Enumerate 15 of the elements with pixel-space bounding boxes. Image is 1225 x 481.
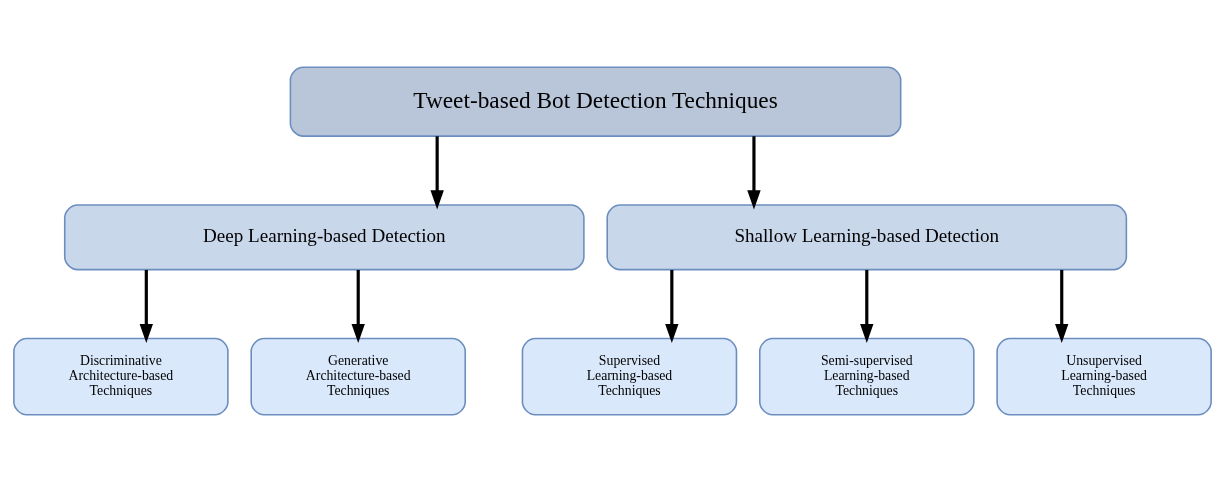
arrow — [665, 269, 679, 343]
arrow — [860, 269, 874, 343]
arrow — [351, 269, 365, 343]
node-box: Tweet-based Bot Detection Techniques — [289, 65, 902, 137]
node-box: Supervised Learning-based Techniques — [521, 337, 738, 416]
node-box: Shallow Learning-based Detection — [606, 203, 1128, 270]
arrow — [139, 269, 153, 343]
arrow — [430, 135, 444, 209]
node-box: Generative Architecture-based Techniques — [250, 337, 467, 416]
node-box: Unsupervised Learning-based Techniques — [996, 337, 1212, 416]
node-box: Deep Learning-based Detection — [63, 203, 585, 270]
node-box: Discriminative Architecture-based Techniques — [13, 337, 229, 416]
arrow — [747, 135, 761, 209]
node-box: Semi-supervised Learning-based Techniques — [758, 337, 975, 416]
arrow — [1055, 269, 1069, 343]
